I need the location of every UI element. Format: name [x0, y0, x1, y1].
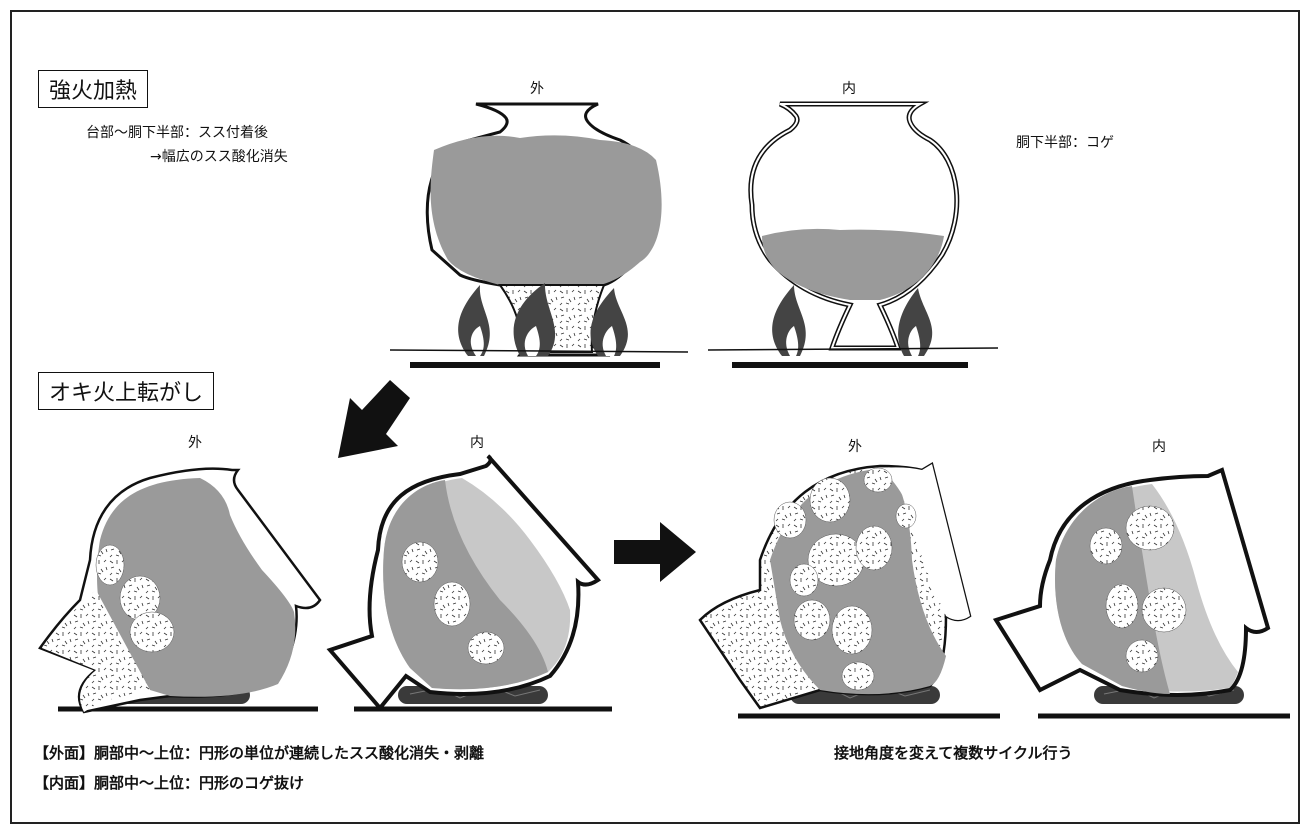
caption-multiple-cycles: 接地角度を変えて複数サイクル行う — [834, 744, 1073, 762]
label-outer-2: 外 — [848, 439, 862, 455]
inner-note: 胴下半部：コゲ — [1016, 135, 1114, 151]
label-inner-top: 内 — [842, 81, 856, 97]
arrow-down-left-icon — [338, 380, 410, 458]
flame-icon — [590, 288, 628, 356]
section-title-strong-heating: 強火加熱 — [38, 70, 149, 108]
arrow-right-icon — [614, 522, 696, 582]
caption-outer-surface: 【外面】胴部中〜上位：円形の単位が連続したスス酸化消失・剥離 — [34, 744, 485, 762]
pot-tilted-outer-1 — [38, 467, 322, 714]
label-outer-1: 外 — [188, 435, 202, 451]
pot-top-outer — [389, 102, 689, 368]
soot-region — [430, 135, 662, 285]
pot-tilted-outer-2 — [698, 462, 1000, 719]
label-outer-top: 外 — [530, 81, 544, 97]
pot-top-inner — [707, 101, 999, 368]
flame-icon — [898, 288, 933, 356]
label-inner-1: 内 — [470, 435, 484, 451]
label-inner-2: 内 — [1152, 439, 1166, 455]
pot-tilted-inner-1 — [326, 454, 612, 712]
caption-inner-surface: 【内面】胴部中〜上位：円形のコゲ抜け — [34, 774, 305, 792]
section-title-ember-rolling: オキ火上転がし — [38, 372, 215, 410]
flame-icon — [772, 285, 806, 356]
flame-icon — [513, 283, 556, 356]
pot-tilted-inner-2 — [992, 467, 1290, 719]
outer-note-line-1: 台部〜胴下半部：スス付着後 — [86, 125, 268, 141]
outer-note-line-2: →幅広のスス酸化消失 — [150, 149, 288, 165]
char-region — [762, 228, 944, 300]
